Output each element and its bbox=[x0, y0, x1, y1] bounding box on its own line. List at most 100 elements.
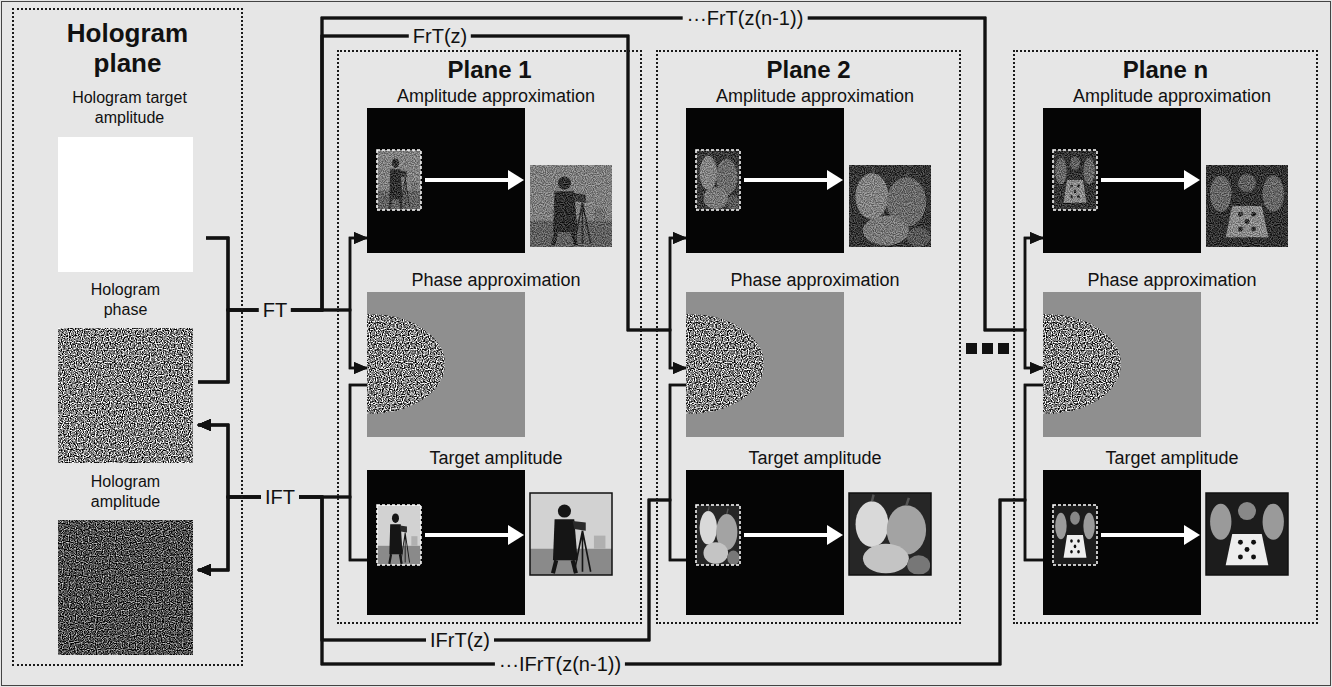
crop-image bbox=[696, 150, 740, 210]
transform-label: FrT(z) bbox=[409, 25, 471, 47]
connector-arrow bbox=[206, 36, 686, 330]
panel-label: Amplitude approximation bbox=[397, 86, 595, 106]
crop-frame bbox=[696, 150, 740, 210]
connector-arrow bbox=[198, 497, 1043, 664]
target-image bbox=[1043, 470, 1201, 615]
image-panel: Hologram phase bbox=[53, 280, 198, 464]
phase-image bbox=[1043, 292, 1201, 437]
plane-figures bbox=[686, 108, 931, 615]
panel-label: Hologram phase bbox=[76, 280, 176, 320]
zoom-arrow bbox=[425, 533, 510, 537]
crop-frame bbox=[696, 505, 740, 565]
inset-frame bbox=[1206, 493, 1288, 575]
image-panel: Amplitude approximation bbox=[367, 86, 625, 254]
image-panel: Amplitude approximation bbox=[686, 86, 944, 254]
noise-overlay bbox=[1206, 165, 1288, 247]
plane-box: Hologram planeHologram target amplitudeH… bbox=[12, 8, 243, 666]
plane-title: Plane 2 bbox=[766, 56, 850, 84]
plane-figures bbox=[367, 108, 612, 615]
noise-overlay bbox=[1053, 150, 1097, 210]
image-panel: Hologram target amplitude bbox=[53, 88, 206, 274]
inset-ground bbox=[849, 165, 931, 247]
panel-label: Amplitude approximation bbox=[1073, 86, 1271, 106]
crop-image bbox=[696, 505, 740, 565]
connector-arrow bbox=[206, 238, 367, 368]
crop-frame bbox=[377, 505, 421, 565]
zoom-arrowhead bbox=[827, 525, 843, 545]
phase-noise bbox=[58, 328, 193, 463]
amplitude-noise bbox=[58, 520, 193, 655]
image-panel: Target amplitude bbox=[1043, 448, 1301, 616]
connectors bbox=[198, 18, 1043, 664]
plane-figures bbox=[1043, 108, 1288, 615]
connector-arrow bbox=[198, 497, 686, 640]
phase-speckle bbox=[686, 312, 771, 417]
zoom-arrow bbox=[744, 533, 829, 537]
panel-label: Hologram amplitude bbox=[76, 472, 176, 512]
zoom-arrow bbox=[425, 178, 510, 182]
connector-arrow bbox=[206, 36, 686, 368]
ellipsis-dot bbox=[998, 343, 1009, 354]
target-image bbox=[367, 470, 525, 615]
crop-frame bbox=[377, 150, 421, 210]
noise-overlay bbox=[849, 165, 931, 247]
transform-label: ···IFrT(z(n-1)) bbox=[495, 653, 625, 675]
ellipsis-dot bbox=[982, 343, 993, 354]
panel-label: Target amplitude bbox=[429, 448, 562, 468]
zoom-arrowhead bbox=[827, 170, 843, 190]
inset-image bbox=[1206, 165, 1288, 247]
amplitude-image bbox=[367, 108, 525, 253]
connector-arrow bbox=[206, 18, 1043, 368]
plane-title: Plane 1 bbox=[447, 56, 531, 84]
zoom-arrow bbox=[1101, 533, 1186, 537]
amplitude-image bbox=[1043, 108, 1201, 253]
ellipsis-dot bbox=[966, 343, 977, 354]
transform-label: IFT bbox=[261, 486, 299, 508]
panel-label: Phase approximation bbox=[411, 270, 580, 290]
image-panel: Target amplitude bbox=[367, 448, 625, 616]
connector-arrow bbox=[198, 238, 367, 382]
crop-frame bbox=[1053, 150, 1097, 210]
panel-label: Target amplitude bbox=[748, 448, 881, 468]
inset-image bbox=[530, 165, 612, 247]
transform-label: FT bbox=[259, 299, 291, 321]
connector-arrow bbox=[198, 425, 1043, 664]
crop-image bbox=[377, 150, 421, 210]
plane-box: Plane 1Amplitude approximationPhase appr… bbox=[337, 50, 642, 624]
image-panel: Amplitude approximation bbox=[1043, 86, 1301, 254]
connector-arrow bbox=[198, 385, 686, 640]
zoom-arrowhead bbox=[1184, 525, 1200, 545]
plane-title: Hologram plane bbox=[43, 18, 213, 78]
connector-arrow bbox=[198, 18, 1043, 382]
panel-label: Phase approximation bbox=[1087, 270, 1256, 290]
connector-arrow bbox=[206, 18, 1043, 330]
image-panel: Hologram amplitude bbox=[53, 472, 198, 656]
connector-arrow bbox=[198, 385, 367, 497]
connector-arrow bbox=[198, 425, 367, 560]
inset-image bbox=[1206, 493, 1288, 575]
connector-arrow bbox=[198, 385, 686, 640]
crop-image bbox=[377, 505, 421, 565]
connector-arrow bbox=[198, 425, 686, 640]
inset-image bbox=[849, 493, 931, 575]
crop-image bbox=[1053, 505, 1097, 565]
target-image bbox=[686, 470, 844, 615]
noise-overlay bbox=[377, 150, 421, 210]
phase-speckle bbox=[1043, 312, 1128, 417]
noise-overlay bbox=[696, 150, 740, 210]
transform-label: IFrT(z) bbox=[426, 629, 494, 651]
white-field bbox=[58, 137, 193, 272]
zoom-arrowhead bbox=[508, 170, 524, 190]
crop-frame bbox=[1053, 505, 1097, 565]
inset-frame bbox=[849, 493, 931, 575]
plane-box: Plane 2Amplitude approximationPhase appr… bbox=[656, 50, 961, 624]
phase-speckle bbox=[367, 312, 452, 417]
connector-arrow bbox=[198, 18, 1043, 382]
phase-image bbox=[367, 292, 525, 437]
connector-arrow bbox=[198, 36, 686, 382]
inset-ground bbox=[530, 165, 612, 247]
panel-label: Amplitude approximation bbox=[716, 86, 914, 106]
connector-arrow bbox=[198, 385, 367, 570]
